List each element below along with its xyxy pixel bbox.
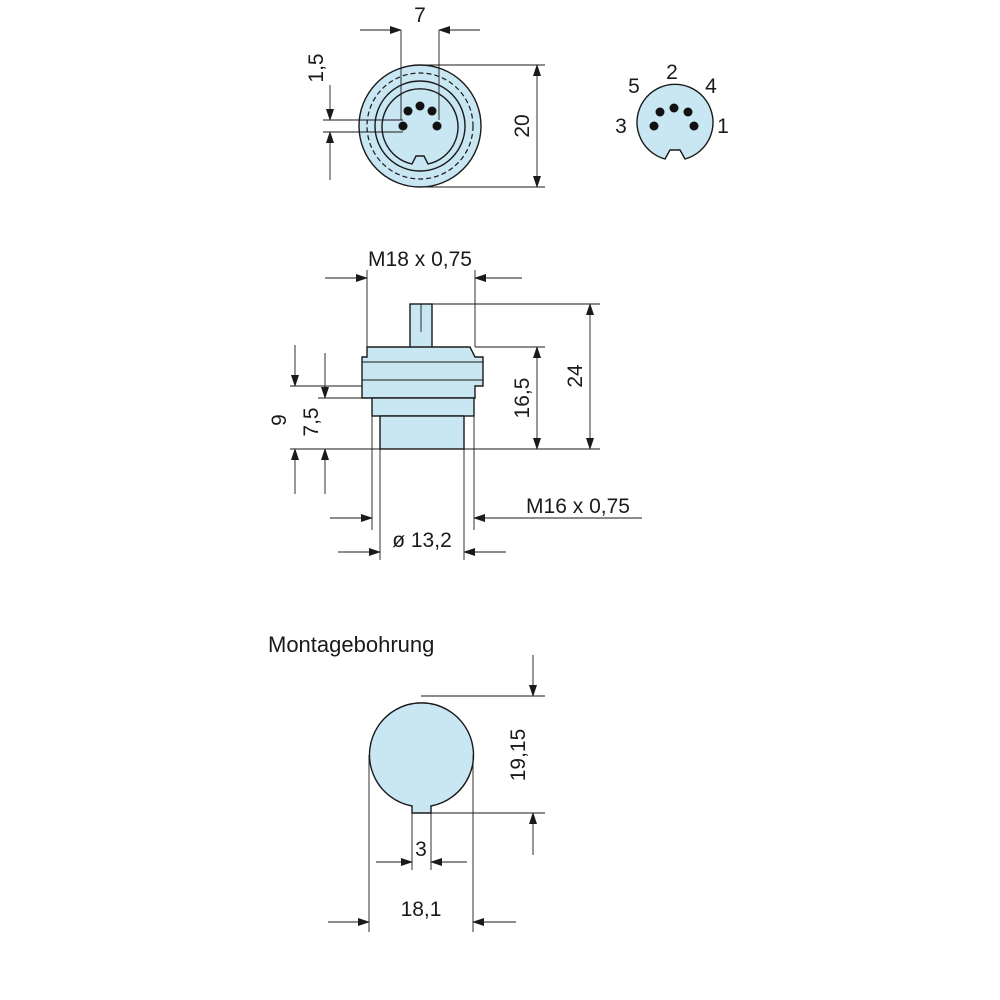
socket-inner-ring [374, 80, 466, 172]
thread-dashed-circle [366, 72, 474, 180]
pin-dot [415, 101, 425, 111]
mounting-hole-shape [368, 702, 475, 814]
pin-dot [655, 107, 665, 117]
dim-7-label: 7 [414, 4, 426, 27]
socket-face [381, 88, 459, 165]
mounting-hole-view: Montagebohrung 19,15 3 18,1 [268, 632, 545, 932]
pinout-socket-face [636, 83, 714, 160]
pin-label-4: 4 [705, 75, 717, 98]
pin-dot [427, 106, 437, 116]
pin-dot [403, 106, 413, 116]
dim-7-5-label: 7,5 [300, 407, 323, 436]
pin-label-5: 5 [628, 75, 640, 98]
pin-label-3: 3 [615, 115, 627, 138]
side-view: M18 x 0,75 24 16,5 9 7,5 M16 x 0,75 ø 13… [268, 248, 642, 560]
pin-dot [669, 103, 679, 113]
pin-dot [683, 107, 693, 117]
dim-3-label: 3 [415, 838, 427, 861]
pin-label-1: 1 [717, 115, 729, 138]
dim-18-1-label: 18,1 [401, 898, 442, 921]
pin-dot [689, 121, 699, 131]
dim-m18-label: M18 x 0,75 [368, 248, 472, 271]
connector-flange [361, 346, 484, 399]
thread-section [371, 397, 475, 417]
dim-16-5-label: 16,5 [511, 378, 534, 419]
dim-m16-label: M16 x 0,75 [526, 495, 630, 518]
dim-bore-label: ø 13,2 [392, 529, 452, 552]
dim-19-15-label: 19,15 [507, 729, 530, 782]
mounting-hole-title: Montagebohrung [268, 632, 434, 657]
dim-9-label: 9 [268, 414, 291, 426]
front-view: 7 1,5 20 [305, 4, 545, 188]
pin-dot [649, 121, 659, 131]
pinout-view: 1 2 3 4 5 [615, 61, 729, 160]
dim-20-label: 20 [511, 114, 534, 137]
connector-shaft [379, 415, 465, 450]
pin-dot [432, 121, 442, 131]
dim-1-5-label: 1,5 [305, 53, 328, 82]
dim-24-label: 24 [564, 364, 587, 388]
pin-label-2: 2 [666, 61, 678, 84]
pin-dot [398, 121, 408, 131]
